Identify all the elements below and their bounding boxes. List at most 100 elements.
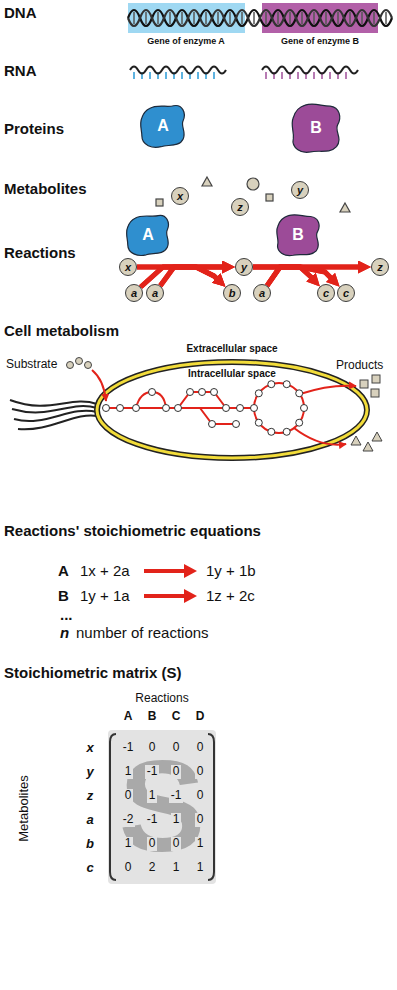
reaction-arrow xyxy=(160,267,220,286)
enzyme-letter: A xyxy=(157,118,169,134)
matrix-entry: 0 xyxy=(195,765,206,779)
matrix-entry: 1 xyxy=(123,765,134,779)
metabolite-letter: y xyxy=(297,185,303,196)
row-header: b xyxy=(86,837,94,852)
cell-label: Substrate xyxy=(6,358,57,372)
matrix-frame xyxy=(108,730,216,884)
metabolite-shapes xyxy=(156,177,350,212)
gene-label: Gene of enzyme A xyxy=(147,36,225,46)
enzyme-letter: B xyxy=(310,120,322,136)
matrix-entry: 2 xyxy=(147,861,158,875)
metabolite-circle: y xyxy=(291,181,309,199)
equation-term: 1x + 2a xyxy=(80,562,130,579)
matrix-entry: 1 xyxy=(195,837,206,851)
matrix-entry: -1 xyxy=(145,765,160,779)
matrix-entry: -2 xyxy=(121,813,136,827)
column-header: C xyxy=(172,710,181,724)
cell-label: Products xyxy=(336,359,383,373)
byproduct-circle: c xyxy=(337,284,355,302)
metabolite-circle: z xyxy=(371,258,389,276)
reaction-arrow xyxy=(267,267,364,286)
cofactor-circle: a xyxy=(125,284,143,302)
reaction-name: ... xyxy=(60,606,73,623)
matrix-entry: 0 xyxy=(171,741,182,755)
axis-label: Reactions xyxy=(135,692,188,706)
matrix-entry: 0 xyxy=(123,789,134,803)
metabolite-letter: z xyxy=(377,262,383,273)
equation-term: 1y + 1a xyxy=(80,587,130,604)
matrix-entry: 0 xyxy=(195,789,206,803)
variable-name: n xyxy=(60,624,69,641)
matrix-entry: -1 xyxy=(121,741,136,755)
enzyme-blob: B xyxy=(274,213,322,257)
row-header: z xyxy=(87,789,94,804)
substrate-dots xyxy=(67,358,92,369)
matrix-entry: 1 xyxy=(171,861,182,875)
equation-term: 1y + 1b xyxy=(206,562,256,579)
equation-term: number of reactions xyxy=(76,624,209,641)
matrix-entry: 1 xyxy=(171,813,182,827)
metabolite-letter: a xyxy=(259,288,265,299)
row-header: y xyxy=(86,765,93,780)
row-header: c xyxy=(86,861,93,876)
protein-blob: B xyxy=(289,102,343,154)
matrix-entry: 0 xyxy=(123,861,134,875)
matrix-entry: 0 xyxy=(147,837,158,851)
reaction-arrow xyxy=(160,267,228,286)
cofactor-circle: a xyxy=(146,284,164,302)
axis-label: Metabolites xyxy=(17,775,32,841)
protein-blob: A xyxy=(139,103,187,149)
metabolite-letter: y xyxy=(241,262,247,273)
section-heading: Reactions' stoichiometric equations xyxy=(4,522,261,539)
matrix-entry: 0 xyxy=(195,741,206,755)
region-label: Intracellular space xyxy=(188,368,276,380)
metabolite-circle: x xyxy=(119,258,137,276)
matrix-entry: 1 xyxy=(195,861,206,875)
matrix-watermark: S xyxy=(119,741,206,871)
cell-diagram xyxy=(10,358,382,459)
section-heading: Proteins xyxy=(4,120,64,137)
reaction-name: B xyxy=(58,587,69,604)
matrix-entry: 1 xyxy=(123,837,134,851)
metabolite-circle: y xyxy=(235,258,253,276)
reaction-arrow xyxy=(267,267,335,286)
rna-strand xyxy=(130,67,358,80)
reaction-name: A xyxy=(58,562,69,579)
metabolite-letter: c xyxy=(323,288,329,299)
metabolite-letter: a xyxy=(131,288,137,299)
metabolite-circle: x xyxy=(171,187,189,205)
matrix-entry: -1 xyxy=(169,789,184,803)
row-header: x xyxy=(86,741,93,756)
pathway-nodes xyxy=(103,381,308,436)
metabolite-letter: a xyxy=(152,288,158,299)
matrix-entry: -1 xyxy=(145,813,160,827)
enzyme-letter: B xyxy=(292,227,304,243)
matrix-entry: 0 xyxy=(171,765,182,779)
pathway-lines xyxy=(92,370,356,445)
section-heading: Cell metabolism xyxy=(4,322,119,339)
matrix-entry: 0 xyxy=(147,741,158,755)
matrix-entry: 0 xyxy=(171,837,182,851)
metabolite-letter: b xyxy=(229,288,236,299)
cofactor-circle: a xyxy=(253,284,271,302)
column-header: B xyxy=(148,710,157,724)
byproduct-circle: b xyxy=(223,284,241,302)
metabolite-letter: x xyxy=(177,191,183,202)
equation-arrow xyxy=(144,564,197,603)
dna-helix xyxy=(128,3,392,33)
column-header: A xyxy=(124,710,133,724)
enzyme-blob: A xyxy=(125,213,171,257)
section-heading: Stoichiometric matrix (S) xyxy=(4,664,182,681)
metabolite-letter: x xyxy=(125,262,131,273)
row-header: a xyxy=(86,813,93,828)
metabolite-circle: z xyxy=(231,198,249,216)
equation-term: 1z + 2c xyxy=(206,587,255,604)
matrix-entry: 1 xyxy=(147,789,158,803)
section-heading: Reactions xyxy=(4,244,76,261)
gene-label: Gene of enzyme B xyxy=(281,36,359,46)
byproduct-circle: c xyxy=(317,284,335,302)
section-heading: RNA xyxy=(4,62,37,79)
flagella xyxy=(10,400,97,429)
section-heading: DNA xyxy=(4,4,37,21)
region-label: Extracellular space xyxy=(186,343,277,355)
